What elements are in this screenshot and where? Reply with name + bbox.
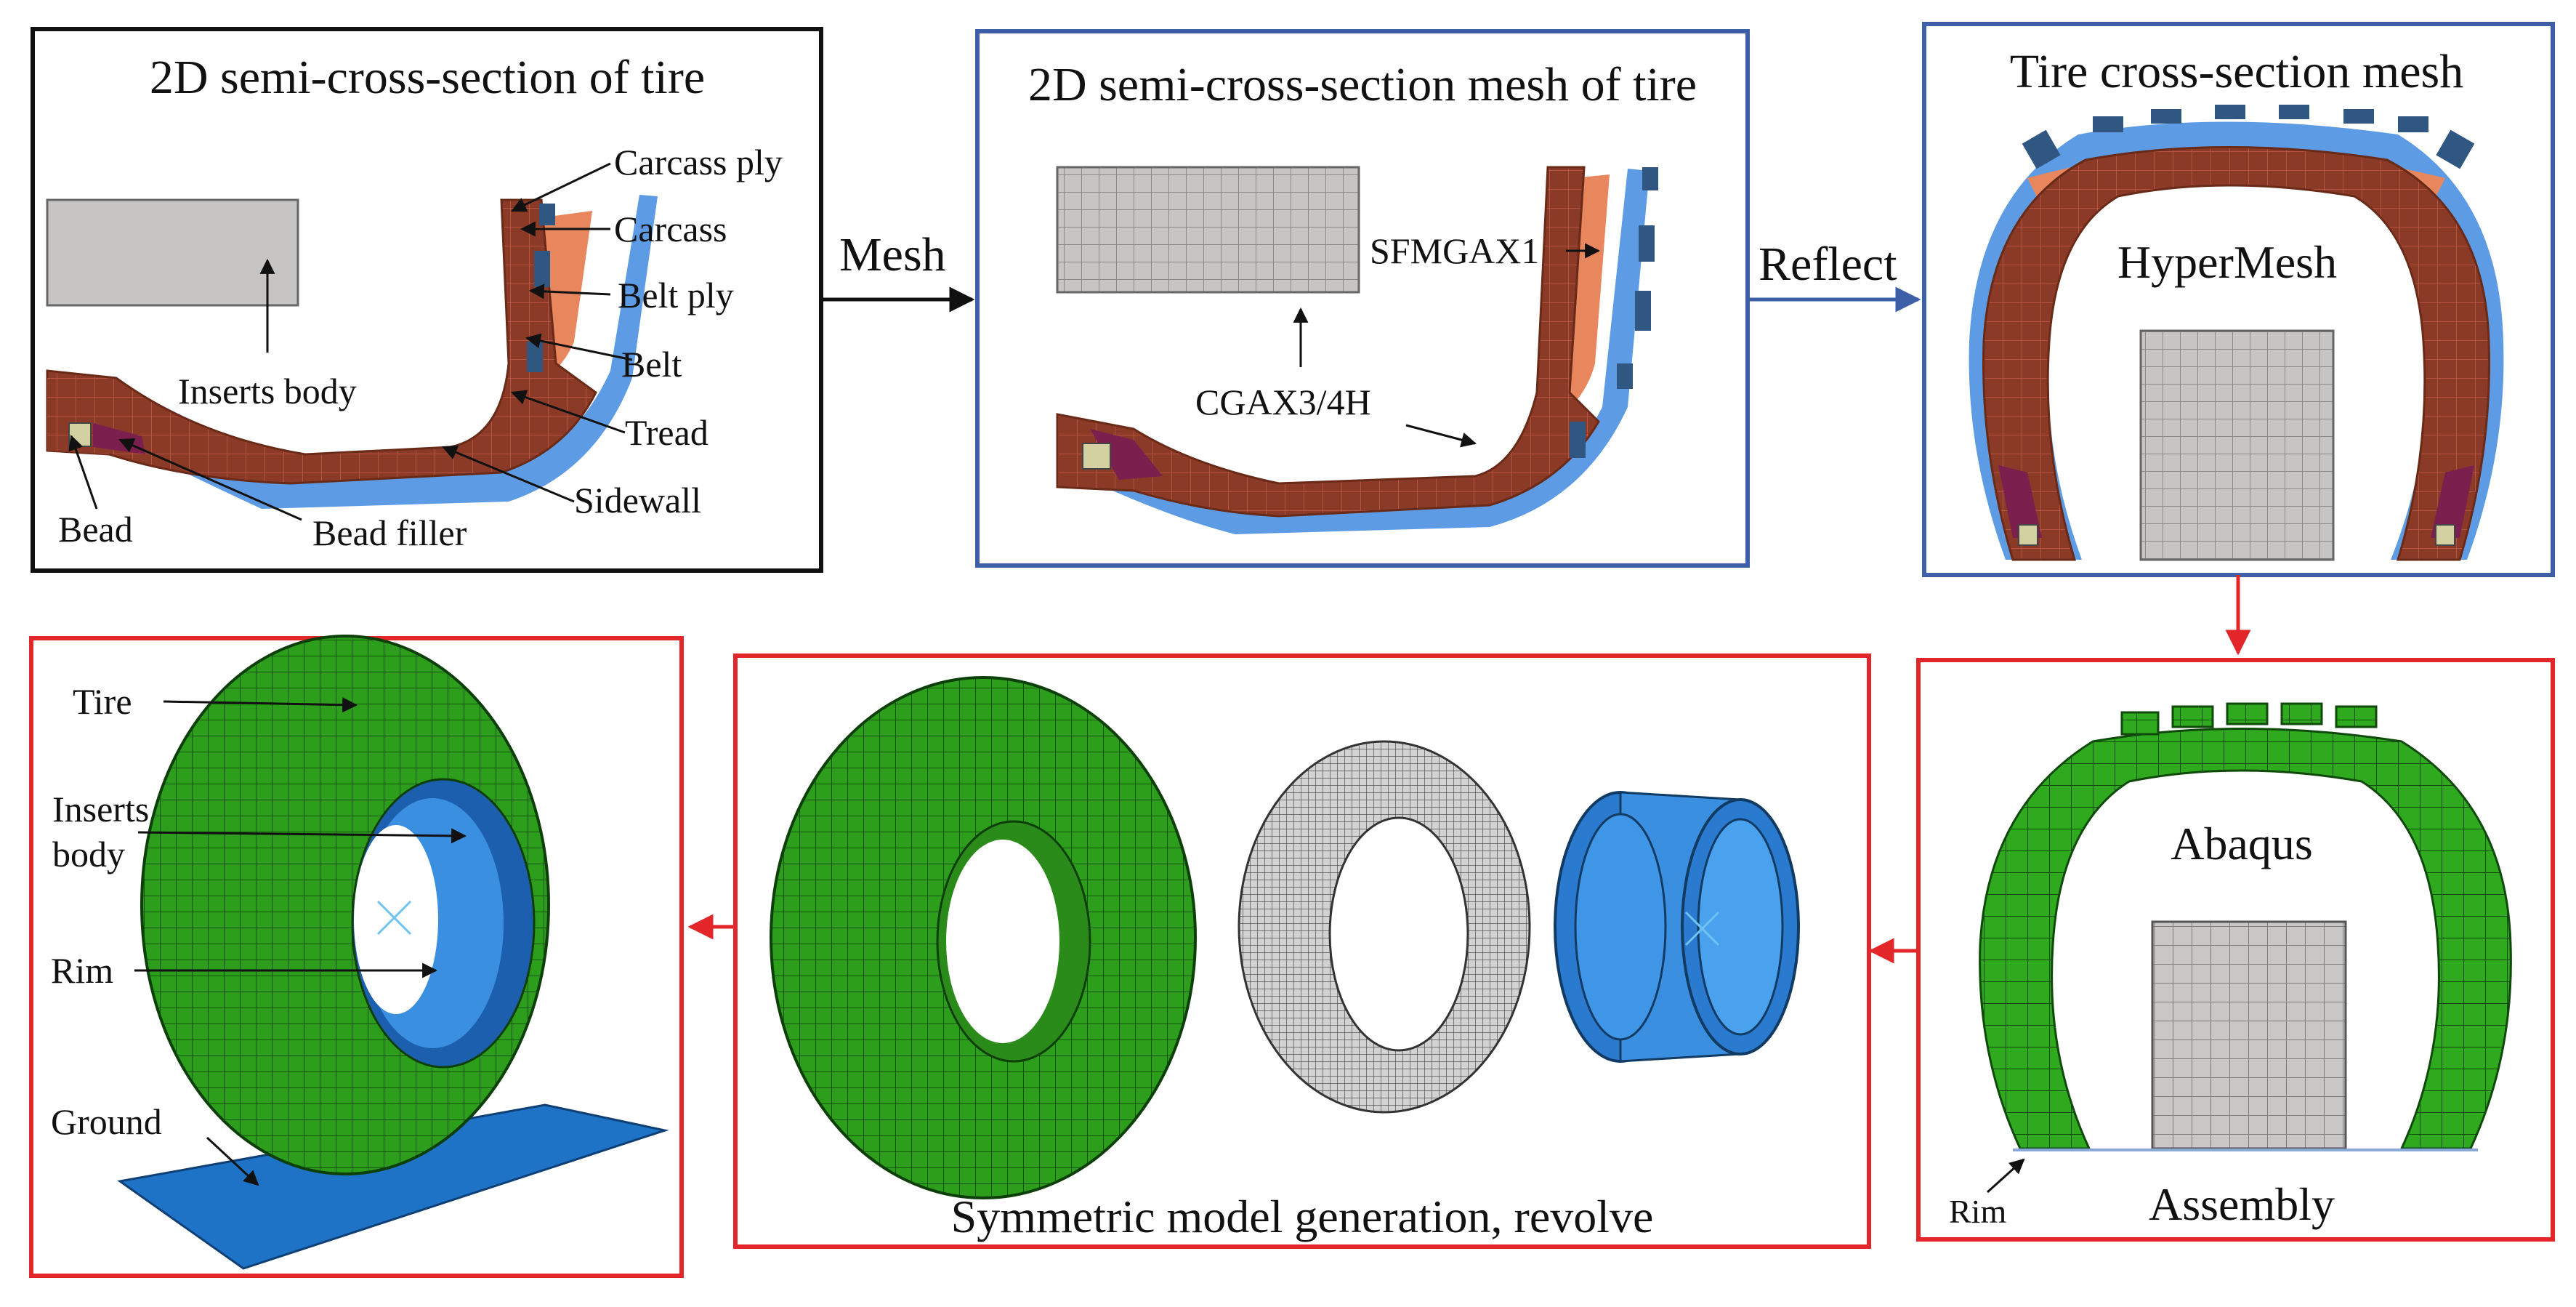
leader-final-inserts [137, 828, 467, 844]
abaqus-tire-section [1979, 702, 2512, 1151]
label-revolve: Symmetric model generation, revolve [951, 1191, 1654, 1242]
arrow-mesh-label: Mesh [839, 228, 946, 281]
mesh-tread-1 [1642, 167, 1658, 190]
mesh-bead [1082, 443, 1111, 470]
tread-block-3 [527, 342, 543, 372]
abaqus-inserts-body [2151, 920, 2347, 1150]
leader-cgax-right [1405, 424, 1477, 448]
bead-core [68, 422, 92, 447]
panel1-title: 2D semi-cross-section of tire [150, 51, 705, 104]
abaqus-tire [1979, 728, 2512, 1150]
tire-section-mesh [1056, 166, 1658, 534]
leader-tread [511, 390, 626, 434]
full-bead-left [2018, 524, 2038, 546]
full-bead-filler-left [1998, 465, 2042, 538]
mesh-tread-3 [1635, 291, 1651, 331]
mesh-tread-5 [1570, 422, 1586, 458]
label-bead: Bead [58, 509, 133, 550]
panel-revolve: Symmetric model generation, revolve [733, 654, 1871, 1249]
arrow-reflect: Reflect [1748, 238, 1921, 313]
mesh-carcass [1056, 166, 1600, 518]
tread-block-2 [534, 251, 550, 287]
revolved-inserts-ring [1237, 740, 1531, 1114]
tread-block-1 [539, 204, 555, 225]
label-inserts-body: Inserts body [178, 371, 357, 411]
panel5-frame [733, 654, 1871, 1249]
mesh-tread-2 [1639, 225, 1655, 262]
leader-final-ground [206, 1136, 259, 1186]
label-hypermesh: HyperMesh [2117, 236, 2337, 288]
full-inserts-body [2139, 329, 2335, 561]
full-bead-filler-right [2431, 465, 2474, 538]
leader-rim-abaqus [1986, 1158, 2025, 1194]
label-rim-abaqus: Rim [1949, 1193, 2006, 1230]
label-sidewall: Sidewall [574, 480, 701, 520]
full-bead-right [2435, 524, 2455, 546]
leader-sidewall [442, 445, 575, 503]
panel-abaqus: Abaqus Rim Assembly [1916, 658, 2555, 1242]
full-tread-blocks [2022, 105, 2475, 169]
label-belt: Belt [621, 344, 682, 385]
panel-mesh: 2D semi-cross-section mesh of tire CGAX3… [975, 29, 1750, 568]
panel3-title: Tire cross-section mesh [2010, 45, 2464, 98]
revolved-rim [1554, 791, 1800, 1063]
arrow-mesh: Mesh [821, 228, 975, 313]
inserts-body-block [46, 198, 299, 307]
label-final-inserts-2: body [52, 834, 125, 874]
panel2-title: 2D semi-cross-section mesh of tire [1028, 58, 1697, 111]
label-belt-ply: Belt ply [618, 275, 734, 315]
inserts-mesh [1056, 166, 1360, 294]
leader-carcass-ply [511, 162, 611, 212]
panel-hypermesh: Tire cross-section mesh HyperMesh [1922, 22, 2555, 577]
arrow-reflect-label: Reflect [1759, 238, 1897, 291]
label-sfmgax1: SFMGAX1 [1370, 230, 1539, 271]
label-final-tire: Tire [73, 681, 132, 722]
leader-bead-filler [118, 438, 302, 521]
revolved-tire [770, 676, 1197, 1199]
leader-belt-ply [528, 283, 611, 299]
mesh-bead-filler [1090, 429, 1163, 480]
leader-final-tire [163, 697, 358, 713]
mesh-tread-4 [1617, 363, 1633, 389]
panel-final-model: Tire Inserts body Rim Ground [29, 635, 684, 1278]
label-final-rim: Rim [51, 950, 113, 991]
label-carcass-ply: Carcass ply [614, 142, 783, 182]
label-cgax: CGAX3/4H [1195, 382, 1371, 422]
label-assembly: Assembly [2149, 1178, 2335, 1230]
label-final-inserts-1: Inserts [52, 789, 149, 829]
abaqus-tread-blocks [2120, 702, 2378, 736]
label-bead-filler: Bead filler [312, 512, 467, 553]
full-tire-section [1969, 105, 2504, 561]
label-abaqus: Abaqus [2171, 818, 2313, 869]
final-tire [140, 635, 550, 1175]
label-final-ground: Ground [51, 1101, 162, 1142]
label-tread: Tread [625, 412, 708, 453]
leader-belt [525, 333, 633, 361]
panel-semi-cross-section: 2D semi-cross-section of tire [31, 27, 823, 573]
label-carcass: Carcass [614, 209, 727, 249]
leader-bead [68, 435, 98, 510]
